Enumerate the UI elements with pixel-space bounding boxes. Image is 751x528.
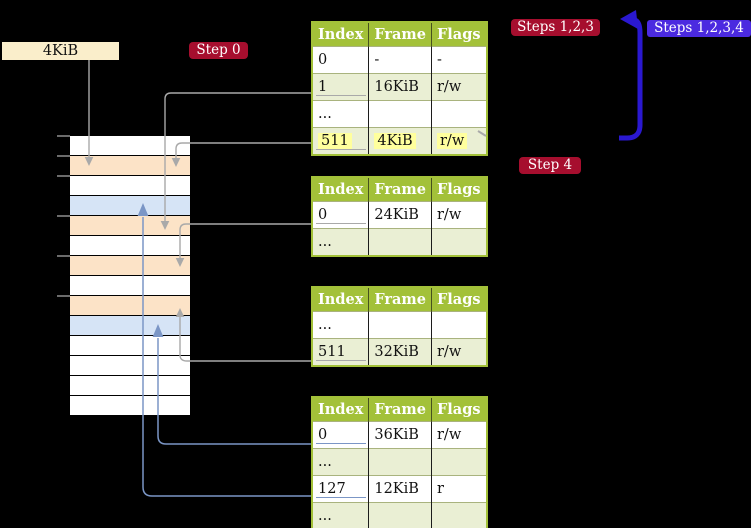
cell-index: 127 [312,475,370,503]
cell-frame: 12KiB [368,475,432,503]
cell-flags: r/w [431,73,487,101]
cell-flags [431,502,487,528]
cell-frame [368,448,432,476]
physical-memory-column [70,136,190,415]
arrow-top-table-entry511-to-frame [171,142,311,167]
badge-steps-1-2-3: Steps 1,2,3 [511,19,600,36]
cell-index: 511 [312,338,370,366]
cell-flags: r/w [431,201,487,229]
table-row-index-dotsdotsdots: ... [312,311,487,339]
cell-index: 511 [312,127,370,155]
cell-frame [368,311,432,339]
arrow-second-table-entry0-to-frame [175,223,311,267]
memory-frame-14-white [70,396,190,415]
page-size-label: 4KiB [2,42,119,60]
memory-frame-4-blue [70,196,190,216]
memory-frame-6-white [70,236,190,256]
cell-flags [431,311,487,339]
cell-flags: - [431,46,487,74]
column-header-index: Index [312,177,370,202]
steps-1234-big-arrow [619,10,643,141]
column-header-flags: Flags [431,177,487,202]
memory-frame-5-orange [70,216,190,236]
badge-step-0: Step 0 [189,42,248,59]
column-header-flags: Flags [431,397,487,422]
cell-index: 0 [312,46,370,74]
cell-frame: 36KiB [368,421,432,449]
cell-frame: 16KiB [368,73,432,101]
column-header-index: Index [312,397,370,422]
cell-index: 0 [312,421,370,449]
badge-steps-1-2-3-4: Steps 1,2,3,4 [647,20,751,37]
cell-frame: 32KiB [368,338,432,366]
cell-index: 1 [312,73,370,101]
cell-index: ... [312,311,370,339]
table-row-index-dotsdotsdots: ... [312,502,487,528]
memory-frame-12-white [70,356,190,376]
table-row-index-dotsdotsdots: ... [312,448,487,476]
memory-frame-7-orange [70,256,190,276]
column-header-index: Index [312,22,370,47]
memory-frame-13-white [70,376,190,396]
cell-frame [368,100,432,128]
arrow-third-table-entry511-to-frame [175,308,311,362]
column-header-frame: Frame [368,287,432,312]
cell-frame [368,502,432,528]
badge-step-4: Step 4 [519,157,581,174]
cell-flags: r [431,475,487,503]
column-header-frame: Frame [368,22,432,47]
cell-frame: 4KiB [368,127,432,155]
cell-flags: r/w [431,421,487,449]
cell-frame: 24KiB [368,201,432,229]
table-row-index-0: 0-- [312,46,487,74]
column-header-flags: Flags [431,22,487,47]
memory-tick-marks [57,135,70,297]
table-row-index-dotsdotsdots: ... [312,100,487,128]
memory-frame-1-white [70,136,190,156]
cell-flags [431,228,487,256]
column-header-frame: Frame [368,177,432,202]
cell-index: ... [312,228,370,256]
cell-index: ... [312,448,370,476]
cell-flags [431,448,487,476]
memory-frame-3-white [70,176,190,196]
column-header-index: Index [312,287,370,312]
cell-flags: r/w [431,338,487,366]
cell-frame [368,228,432,256]
memory-frame-11-white [70,336,190,356]
table-row-index-dotsdotsdots: ... [312,228,487,256]
cell-index: ... [312,100,370,128]
cell-flags: r/w [431,127,487,155]
memory-frame-8-white [70,276,190,296]
memory-frame-10-blue [70,316,190,336]
cell-frame: - [368,46,432,74]
cell-flags [431,100,487,128]
cell-index: 0 [312,201,370,229]
column-header-flags: Flags [431,287,487,312]
memory-frame-9-orange [70,296,190,316]
column-header-frame: Frame [368,397,432,422]
memory-frame-2-orange [70,156,190,176]
cell-index: ... [312,502,370,528]
